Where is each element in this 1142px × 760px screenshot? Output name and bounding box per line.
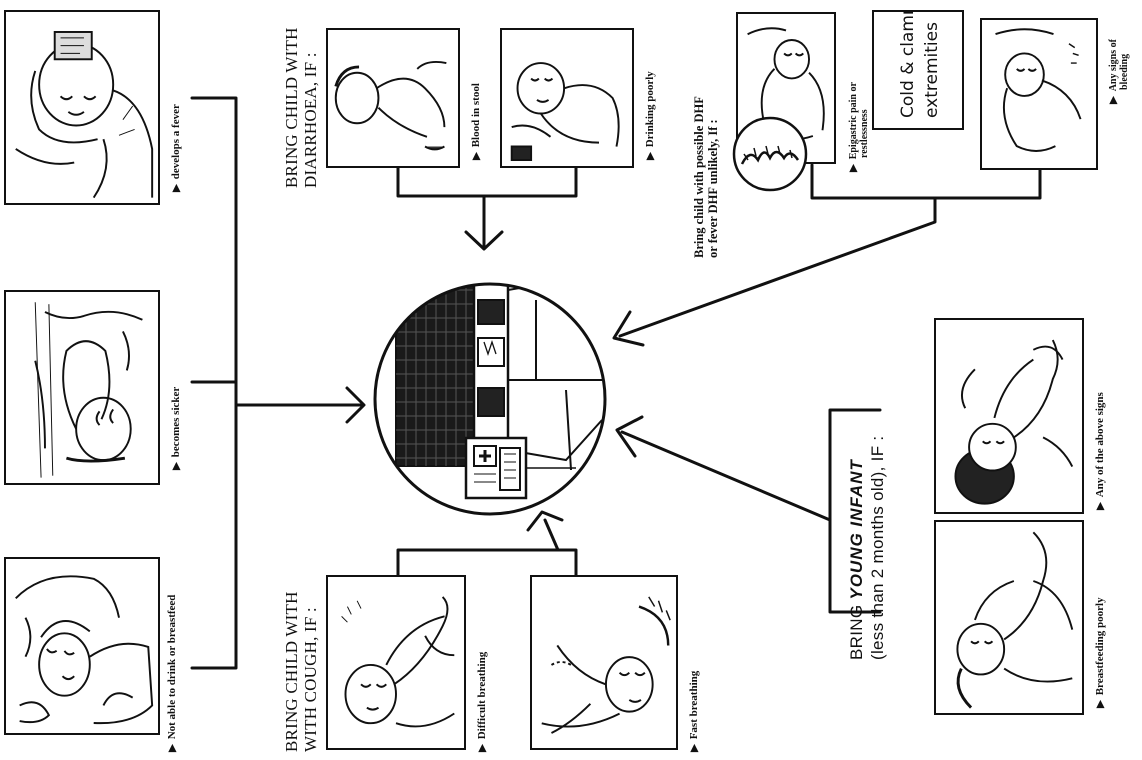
cold-clammy-text: Cold & clammy extremities [898, 10, 942, 118]
child-difficult-breathing-illustration [341, 596, 455, 728]
panel-drinking-poorly [500, 28, 634, 168]
triangle-marker-icon: ▶ [1095, 502, 1106, 510]
child-drinking-poorly-illustration [510, 62, 620, 162]
caption-becomes-sicker: ▶becomes sicker [170, 386, 182, 470]
triangle-marker-icon: ▶ [689, 744, 700, 752]
caption-develops-fever: ▶develops a fever [170, 104, 182, 192]
caption-drinking-poorly: ▶Drinking poorly [644, 71, 656, 160]
child-with-fever-illustration [15, 31, 154, 199]
magnifier-inset-illustration [732, 116, 808, 192]
heading-young-infant: BRING YOUNG INFANT (less than 2 months o… [847, 435, 887, 660]
caption-blood-in-stool: ▶Blood in stool [470, 83, 482, 160]
triangle-marker-icon: ▶ [171, 462, 182, 470]
child-fast-breathing-illustration [541, 596, 671, 734]
panel-develops-fever [4, 10, 160, 205]
sick-child-lying-illustration [34, 302, 143, 478]
panel-any-above-signs [934, 318, 1084, 514]
panel-breastfeeding-poorly [934, 520, 1084, 715]
triangle-marker-icon: ▶ [1108, 96, 1119, 104]
child-drinking-illustration [15, 575, 154, 725]
triangle-marker-icon: ▶ [171, 184, 182, 192]
triangle-marker-icon: ▶ [471, 152, 482, 160]
heading-dhf: Bring child with possible DHF or fever D… [692, 96, 720, 258]
panel-not-able-to-drink [4, 557, 160, 735]
panel-blood-in-stool [326, 28, 460, 168]
caption-breastfeeding-poorly: ▶Breastfeeding poorly [1094, 597, 1106, 708]
caption-fast-breathing: ▶Fast breathing [688, 670, 700, 752]
panel-difficult-breathing [326, 575, 466, 750]
triangle-marker-icon: ▶ [1095, 700, 1106, 708]
triangle-marker-icon: ▶ [848, 164, 859, 172]
panel-becomes-sicker [4, 290, 160, 485]
heading-diarrhoea: BRING CHILD WITH DIARRHOEA, IF : [282, 27, 320, 188]
caption-bleeding: ▶Any signs of bleeding [1108, 39, 1130, 104]
health-clinic-illustration [373, 282, 607, 516]
caption-epigastric: ▶Epigastric pain or restlessness [848, 82, 870, 172]
blood-in-stool-illustration [334, 61, 447, 151]
caption-any-above-signs: ▶Any of the above signs [1094, 392, 1106, 510]
panel-cold-clammy: Cold & clammy extremities [872, 10, 964, 130]
heading-cough: BRING CHILD WITH WITH COUGH, IF : [282, 591, 320, 752]
caption-not-able-to-drink: ▶Not able to drink or breastfeed [166, 594, 178, 752]
child-bleeding-illustration [995, 28, 1082, 152]
triangle-marker-icon: ▶ [167, 744, 178, 752]
panel-fast-breathing [530, 575, 678, 750]
triangle-marker-icon: ▶ [477, 744, 488, 752]
infant-breastfeeding-illustration [956, 531, 1074, 709]
infant-lying-illustration [954, 339, 1074, 505]
panel-signs-of-bleeding [980, 18, 1098, 170]
caption-difficult-breathing: ▶Difficult breathing [476, 651, 488, 752]
triangle-marker-icon: ▶ [645, 152, 656, 160]
